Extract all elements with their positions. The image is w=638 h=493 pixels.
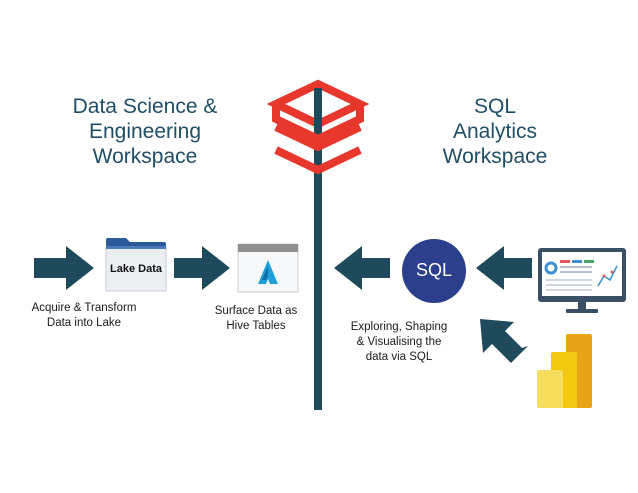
center-divider-line [314,88,322,410]
powerbi-logo-icon [537,334,592,408]
arrow-explore-icon [334,246,390,290]
acquire-caption: Acquire & Transform Data into Lake [31,302,137,329]
arrow-surface-icon [174,246,230,290]
sql-circle-icon [402,239,466,303]
right-workspace-title: SQL Analytics Workspace [442,95,548,168]
divider-overlap [314,88,322,128]
hive-table-window-icon [237,243,299,293]
lake-folder-icon [105,238,167,292]
dashboard-monitor-icon [538,248,626,313]
left-workspace-title: Data Science & Engineering Workspace [72,95,218,168]
arrow-acquire-icon [34,246,94,290]
arrow-powerbi-icon [480,319,528,363]
arrow-monitor-icon [476,246,532,290]
surface-caption: Surface Data as Hive Tables [214,305,298,332]
explore-caption: Exploring, Shaping & Visualising the dat… [350,321,448,363]
lake-folder-label: Lake Data [110,263,162,275]
databricks-logo-icon [266,79,370,175]
sql-label: SQL [415,260,453,280]
